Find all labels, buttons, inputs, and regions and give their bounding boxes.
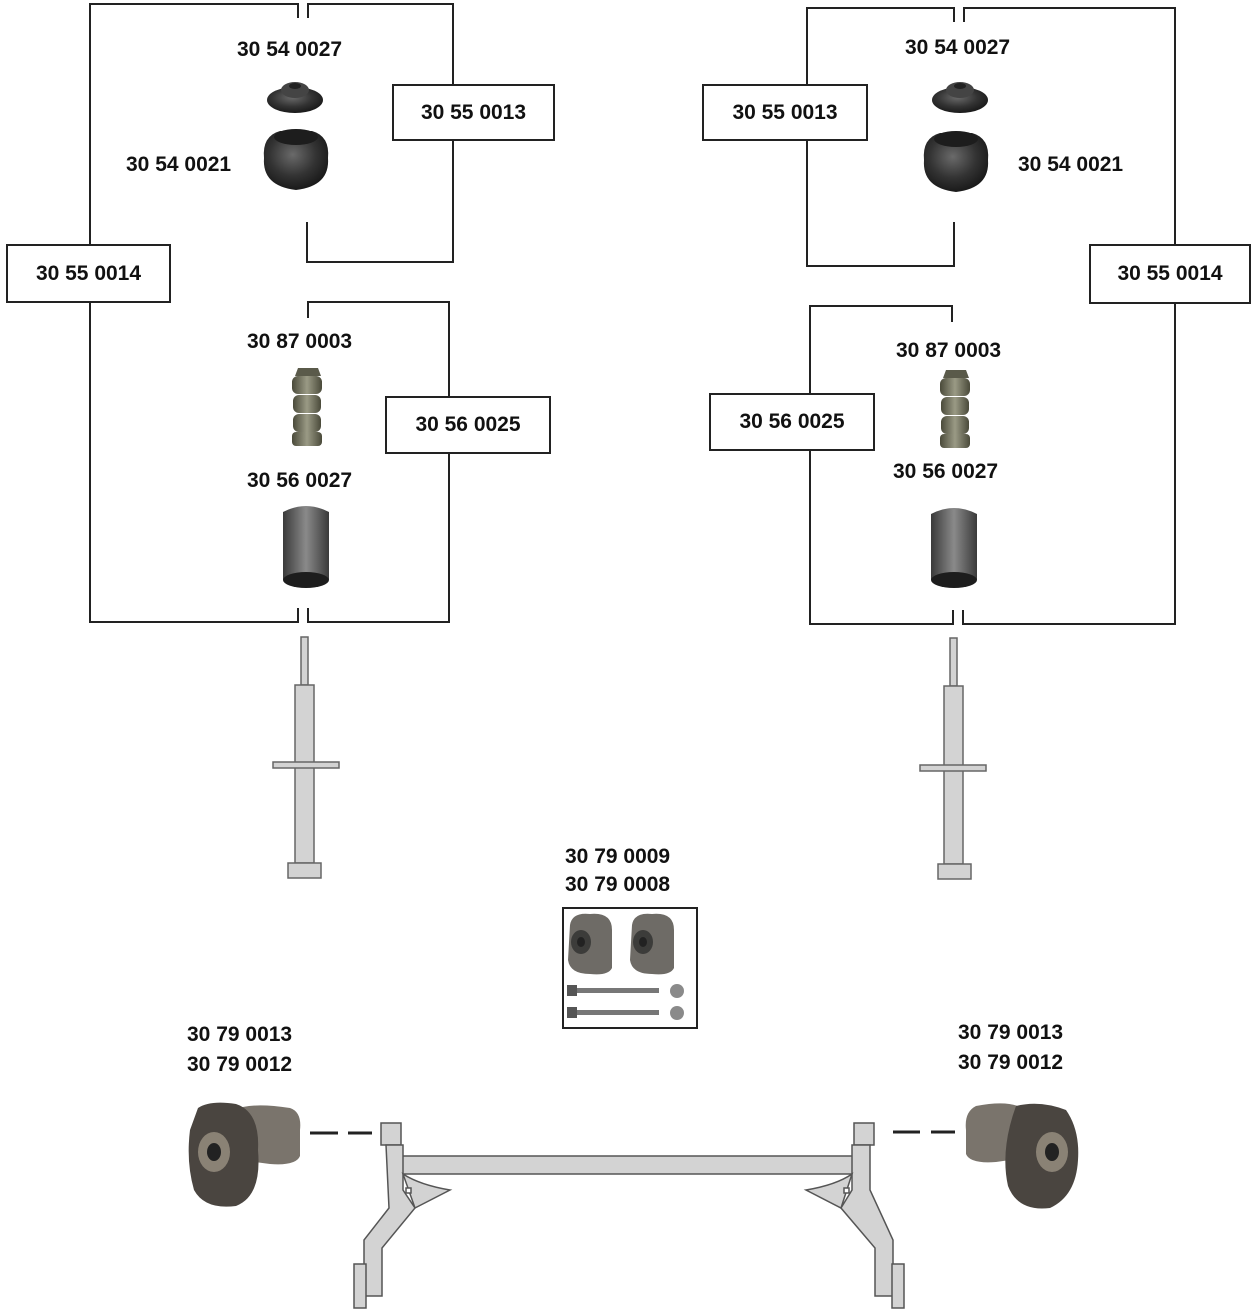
right-bump-stop-label: 30 87 0003 (896, 339, 1001, 363)
right-top-mount-label: 30 54 0027 (905, 36, 1010, 60)
center-bush-kit-icon (563, 908, 697, 1028)
center-kit-label-2: 30 79 0008 (565, 873, 670, 897)
rear-axle-beam-icon (354, 1123, 904, 1308)
right-axle-bush-label-2: 30 79 0012 (958, 1051, 1063, 1075)
right-lower-mount-icon (924, 131, 988, 192)
left-mount-kit-box: 30 55 0013 (392, 84, 555, 141)
left-bump-stop-icon (292, 368, 322, 446)
right-full-kit-bracket (963, 8, 1175, 624)
left-full-kit-bracket (90, 4, 298, 622)
right-top-mount-icon (932, 82, 988, 113)
right-lower-mount-label: 30 54 0021 (1018, 153, 1123, 177)
right-bump-stop-icon (940, 370, 970, 448)
left-bump-stop-label: 30 87 0003 (247, 330, 352, 354)
right-shock-absorber-icon (920, 638, 986, 879)
left-dust-cover-icon (283, 506, 329, 588)
left-full-kit-box: 30 55 0014 (6, 244, 171, 303)
left-protection-kit-box: 30 56 0025 (385, 396, 551, 454)
right-mount-kit-box: 30 55 0013 (702, 84, 868, 141)
right-full-kit-box: 30 55 0014 (1089, 244, 1251, 304)
left-axle-bush-icon (189, 1103, 301, 1207)
left-lower-mount-label: 30 54 0021 (126, 153, 231, 177)
right-axle-bush-label-1: 30 79 0013 (958, 1021, 1063, 1045)
left-dust-cover-label: 30 56 0027 (247, 469, 352, 493)
left-lower-mount-icon (264, 129, 328, 190)
left-shock-absorber-icon (273, 637, 339, 878)
center-kit-label-1: 30 79 0009 (565, 845, 670, 869)
right-dust-cover-label: 30 56 0027 (893, 460, 998, 484)
right-protection-kit-box: 30 56 0025 (709, 393, 875, 451)
left-top-mount-icon (267, 82, 323, 113)
left-axle-bush-label-2: 30 79 0012 (187, 1053, 292, 1077)
right-axle-bush-icon (966, 1103, 1079, 1208)
left-top-mount-label: 30 54 0027 (237, 38, 342, 62)
left-axle-bush-label-1: 30 79 0013 (187, 1023, 292, 1047)
right-dust-cover-icon (931, 508, 977, 588)
